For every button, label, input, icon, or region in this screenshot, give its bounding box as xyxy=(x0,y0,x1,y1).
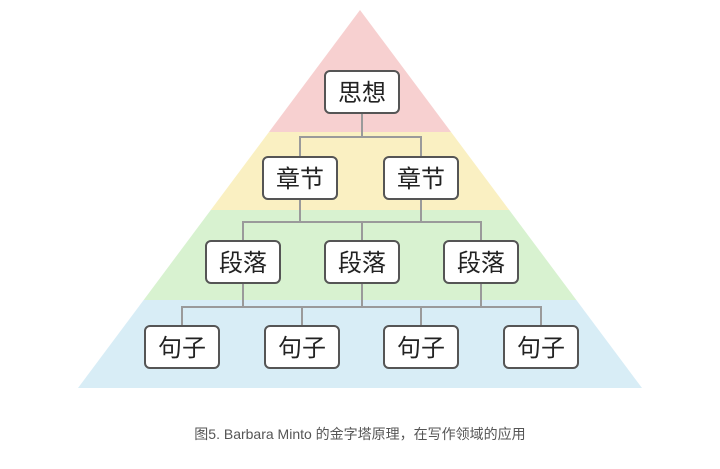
node-level3-2: 段落 xyxy=(324,240,400,284)
node-label: 思想 xyxy=(338,79,386,107)
node-level4-4: 句子 xyxy=(503,325,579,369)
node-box xyxy=(264,325,340,369)
node-level1-1: 思想 xyxy=(324,70,400,114)
node-label: 段落 xyxy=(338,249,386,277)
pyramid-band-4 xyxy=(78,300,642,388)
node-box xyxy=(324,70,400,114)
node-box xyxy=(443,240,519,284)
node-level2-2: 章节 xyxy=(383,156,459,200)
node-label: 句子 xyxy=(397,334,445,362)
node-label: 章节 xyxy=(397,165,445,193)
node-label: 句子 xyxy=(278,334,326,362)
node-level4-1: 句子 xyxy=(144,325,220,369)
node-level2-1: 章节 xyxy=(262,156,338,200)
pyramid-band-2 xyxy=(78,132,642,210)
node-box xyxy=(262,156,338,200)
node-box xyxy=(383,325,459,369)
node-label: 段落 xyxy=(457,249,505,277)
node-level3-1: 段落 xyxy=(205,240,281,284)
node-box xyxy=(503,325,579,369)
node-label: 章节 xyxy=(276,165,324,193)
node-level4-3: 句子 xyxy=(383,325,459,369)
node-box xyxy=(144,325,220,369)
node-label: 段落 xyxy=(219,249,267,277)
node-label: 句子 xyxy=(517,334,565,362)
node-level4-2: 句子 xyxy=(264,325,340,369)
figure-caption: 图5. Barbara Minto 的金字塔原理，在写作领域的应用 xyxy=(194,426,526,442)
node-box xyxy=(383,156,459,200)
node-box xyxy=(205,240,281,284)
node-label: 句子 xyxy=(158,334,206,362)
node-level3-3: 段落 xyxy=(443,240,519,284)
node-box xyxy=(324,240,400,284)
